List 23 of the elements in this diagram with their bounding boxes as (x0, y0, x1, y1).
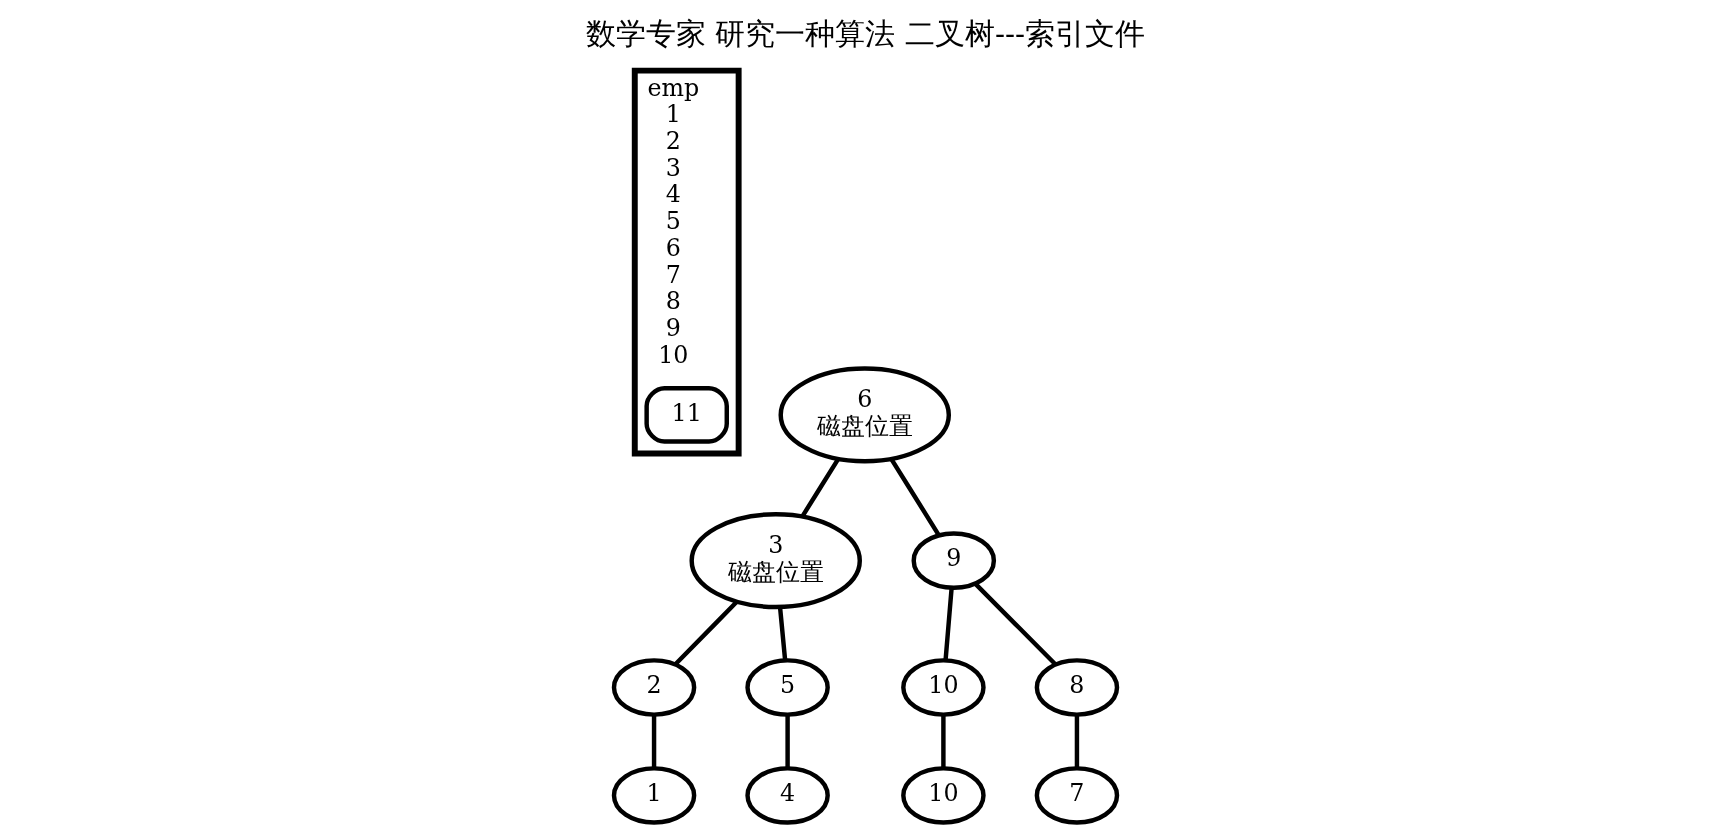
connector (1074, 714, 1079, 768)
diagram-title: 数学专家 研究一种算法 二叉树---索引文件 (585, 15, 1145, 51)
node-ellipse: 10 (900, 658, 986, 717)
node-ellipse: 8 (1034, 658, 1119, 717)
node-ellipse: 7 (1034, 766, 1119, 825)
connector (784, 714, 790, 768)
connector (651, 714, 656, 768)
node-box: 11 (643, 385, 729, 444)
node-ellipse: 5 (744, 658, 830, 717)
node-ellipse: 2 (611, 658, 696, 717)
connector (673, 600, 738, 666)
connector (799, 457, 840, 518)
node-ellipse: 9 (911, 531, 996, 590)
node-ellipse: 10 (900, 766, 986, 825)
node-ellipse: 3 磁盘位置 (688, 512, 862, 610)
node-ellipse: 4 (744, 766, 830, 825)
node-ellipse: 1 (611, 766, 696, 825)
node-ellipse: 6 磁盘位置 (778, 366, 951, 464)
connector (973, 582, 1057, 666)
connector (888, 457, 941, 537)
connector (777, 606, 787, 660)
connector (942, 588, 954, 661)
connector (940, 714, 946, 768)
